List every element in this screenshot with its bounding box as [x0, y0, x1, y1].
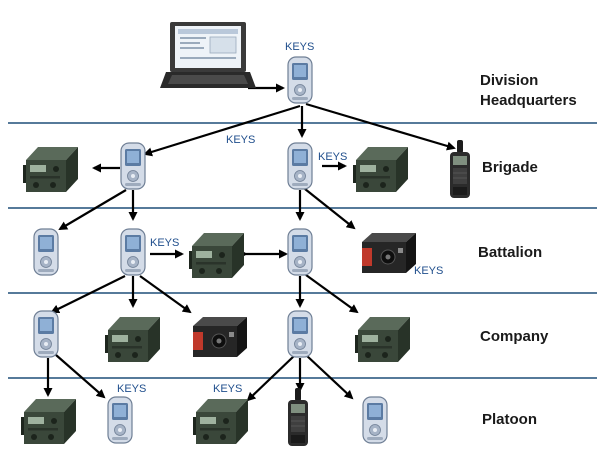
arrow-co-to-plt-loader — [55, 354, 106, 399]
key-loader-icon — [362, 396, 388, 444]
vehicle-radio-icon — [355, 317, 410, 362]
vehicle-radio-icon — [353, 147, 408, 192]
arrow-bn-to-co-loader — [50, 275, 126, 313]
keys-label-crypto: KEYS — [414, 265, 443, 277]
keys-labels: KEYS KEYS KEYS KEYS KEYS KEYS KEYS — [117, 41, 443, 395]
key-loader-icon — [287, 142, 313, 190]
arrow-div-to-brigade-left — [143, 104, 301, 157]
tier-label-platoon: Platoon — [482, 411, 537, 428]
vehicle-radio-icon — [23, 147, 78, 192]
key-loader-icon — [33, 310, 59, 358]
key-loader-icon — [107, 396, 133, 444]
vehicle-radio-icon — [189, 233, 244, 278]
keys-label-division-arrow: KEYS — [226, 134, 255, 146]
arrow-div-to-handheld — [305, 102, 456, 151]
vehicle-radio-icon — [193, 399, 248, 444]
arrow-co-to-plt-loader-right — [305, 354, 354, 400]
tier-label-headquarters: Headquarters — [480, 92, 577, 109]
crypto-device-icon — [192, 316, 248, 358]
handheld-radio-icon — [287, 387, 309, 447]
key-loader-icon — [287, 56, 313, 104]
arrow-bde-to-crypto — [304, 188, 356, 230]
vehicle-radio-icon — [21, 399, 76, 444]
arrow-bn-to-co-crypto — [139, 275, 192, 314]
tier-label-battalion: Battalion — [478, 244, 542, 261]
keys-label-platoon-left: KEYS — [117, 383, 146, 395]
arrow-co-to-plt-radio-right — [246, 355, 295, 402]
key-loader-icon — [287, 310, 313, 358]
key-loader-icon — [287, 228, 313, 276]
key-loader-icon — [120, 228, 146, 276]
arrow-bde-to-bn-loader-left — [58, 189, 127, 231]
tier-label-division: Division — [480, 72, 538, 89]
keys-label-platoon-right: KEYS — [213, 383, 242, 395]
keys-label-brigade: KEYS — [318, 151, 347, 163]
tier-label-brigade: Brigade — [482, 159, 538, 176]
key-loader-icon — [120, 142, 146, 190]
distribution-arrows — [43, 83, 456, 402]
keys-label-division: KEYS — [285, 41, 314, 53]
key-loader-icon — [33, 228, 59, 276]
tier-label-company: Company — [480, 328, 549, 345]
crypto-device-icon — [361, 232, 417, 274]
laptop-icon — [159, 21, 257, 89]
arrow-bn-to-co-radio-right — [305, 274, 359, 314]
vehicle-radio-icon — [105, 317, 160, 362]
keys-label-battalion: KEYS — [150, 237, 179, 249]
tier-labels: Division Headquarters Brigade Battalion … — [478, 72, 577, 428]
